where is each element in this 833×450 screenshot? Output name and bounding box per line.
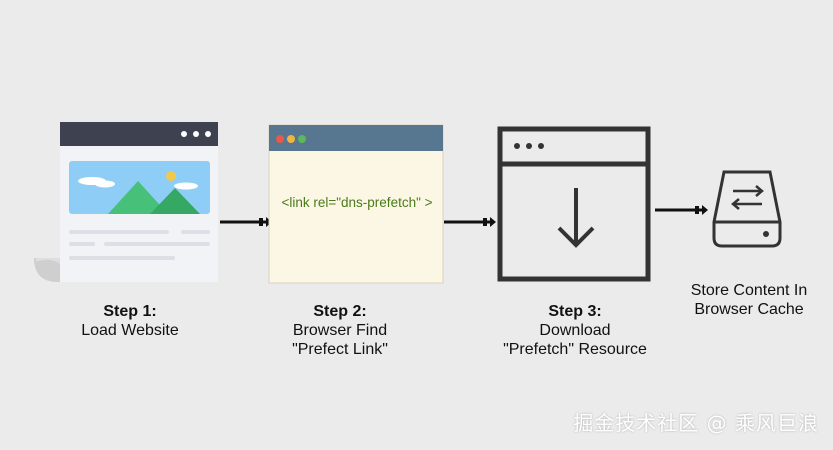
step-3-label: Step 3: Download "Prefetch" Resource [490,302,660,359]
arrow-icon [444,217,496,227]
step-2-title: Step 2: [313,303,367,320]
step-4-label: Store Content In Browser Cache [674,281,824,319]
storage-drive-icon [712,170,782,248]
step-1-title: Step 1: [103,303,157,320]
step-4-text-2: Browser Cache [694,301,804,318]
arrow-icon [220,217,272,227]
webpage-icon [34,122,218,282]
code-window-icon [268,124,444,284]
step-3-text-1: Download [539,322,611,339]
step-3-title: Step 3: [548,303,602,320]
step-3-text-2: "Prefetch" Resource [503,341,647,358]
step-4-text-1: Store Content In [690,282,808,299]
arrow-icon [655,205,708,215]
step-2-text-2: "Prefect Link" [292,341,388,358]
watermark: 掘金技术社区 @ 乘风巨浪 [573,411,819,435]
code-snippet: <link rel="dns-prefetch" > [281,195,433,210]
step-2-label: Step 2: Browser Find "Prefect Link" [270,302,410,359]
step-2-text-1: Browser Find [292,322,388,339]
step-1-text: Load Website [81,322,179,339]
download-window-icon [497,126,651,282]
step-1-label: Step 1: Load Website [60,302,200,340]
